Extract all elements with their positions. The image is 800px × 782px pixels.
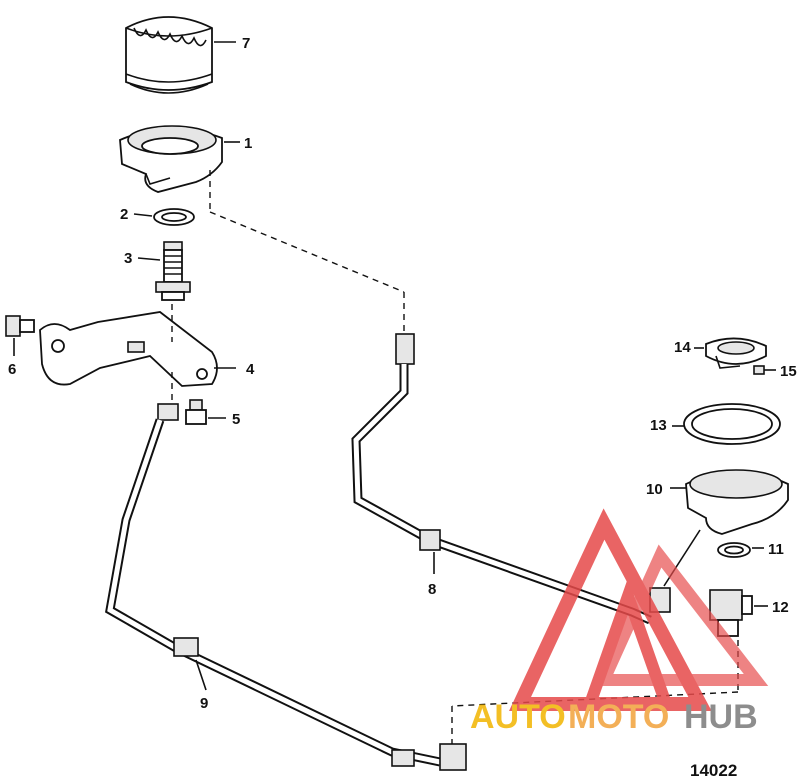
watermark-logo: AUTO MOTO HUB [470, 508, 769, 736]
callout-6: 6 [8, 361, 16, 378]
callout-1: 1 [244, 135, 252, 152]
callout-15: 15 [780, 363, 797, 380]
washer-part-11 [717, 542, 764, 558]
callout-10: 10 [646, 481, 663, 498]
callout-12: 12 [772, 599, 789, 616]
elbow-fitting-part-5 [185, 399, 226, 425]
callout-8: 8 [428, 581, 436, 598]
bolt-part-6 [5, 315, 35, 356]
callout-11: 11 [768, 541, 784, 558]
threaded-fitting-part [137, 241, 191, 301]
watermark-triangle-right [594, 544, 769, 686]
oil-line-9-part [105, 403, 467, 771]
sealing-washer-part [133, 208, 195, 226]
watermark-triangle-inner [581, 577, 675, 710]
oil-filter-part [125, 16, 236, 94]
callout-9: 9 [200, 695, 208, 712]
screw-part-15 [753, 365, 776, 375]
adapter-part-10 [663, 469, 789, 587]
watermark-hub: HUB [684, 698, 758, 736]
watermark-auto: AUTO [470, 698, 566, 736]
callout-14: 14 [674, 339, 691, 356]
oil-line-8-part [209, 211, 671, 625]
callout-7: 7 [242, 35, 250, 52]
filter-adapter-part [119, 125, 240, 212]
mounting-bracket-part [39, 304, 236, 400]
callout-2: 2 [120, 206, 128, 223]
callout-5: 5 [232, 411, 240, 428]
watermark-moto: MOTO [568, 698, 669, 736]
drawing-number: 14022 [690, 761, 737, 780]
callout-13: 13 [650, 417, 667, 434]
callout-3: 3 [124, 250, 132, 267]
cap-part-14 [694, 337, 767, 369]
callout-4: 4 [246, 361, 255, 378]
o-ring-part-13 [672, 403, 781, 445]
